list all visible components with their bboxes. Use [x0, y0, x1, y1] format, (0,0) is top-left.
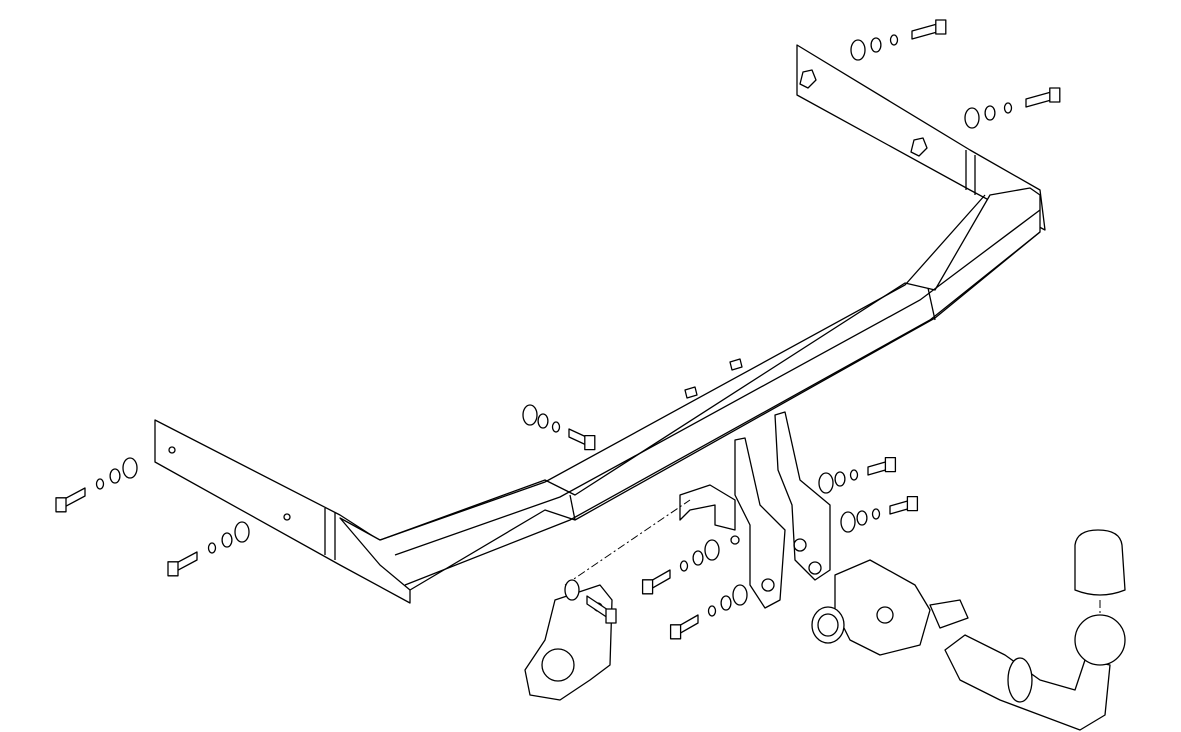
bolt-head — [641, 579, 654, 595]
bolt-set-left-lower — [167, 521, 250, 577]
washer — [984, 105, 996, 121]
washer — [871, 508, 881, 520]
washer — [95, 478, 105, 490]
bolt-head — [605, 608, 617, 624]
washer — [679, 560, 689, 572]
bolt-head — [1049, 87, 1061, 103]
washer — [1003, 102, 1013, 114]
electric-socket — [811, 559, 969, 656]
washer — [720, 595, 732, 611]
bolt-head — [935, 19, 947, 35]
socket-mounting-plate — [524, 499, 691, 701]
washer — [704, 539, 720, 561]
tow-ball-neck — [944, 529, 1126, 731]
washer — [870, 37, 882, 53]
washer — [692, 550, 704, 566]
bolt-set-hanger-lower — [840, 495, 919, 533]
center-hanger-plates — [679, 411, 831, 609]
washer — [707, 605, 717, 617]
washer — [207, 542, 217, 554]
washer — [221, 532, 233, 548]
bolt-set-right-lower — [964, 87, 1061, 129]
bolt-sets — [55, 19, 1061, 640]
bolt-head — [884, 456, 897, 473]
right-mounting-bracket — [796, 44, 1046, 231]
bolt-set-socket-plate — [564, 579, 617, 624]
bolt-set-hanger-upper — [818, 456, 897, 494]
washer — [551, 421, 561, 433]
washer — [889, 34, 899, 46]
bolt-head — [669, 624, 682, 640]
bolt-head — [55, 497, 67, 513]
washer — [834, 471, 846, 487]
washer — [537, 413, 549, 429]
washer — [109, 468, 121, 484]
washer — [522, 404, 538, 426]
bolt-set-right-upper — [850, 19, 947, 61]
left-mounting-bracket — [154, 419, 411, 604]
washer — [818, 472, 834, 494]
washer — [122, 457, 138, 479]
washer — [234, 521, 250, 543]
washer — [964, 107, 980, 129]
bolt-set-center-upper — [641, 539, 720, 595]
washer — [732, 584, 748, 606]
bolt-head — [906, 495, 919, 512]
bolt-set-center-lower — [669, 584, 748, 640]
washer — [840, 511, 856, 533]
bolt-set-left-upper — [55, 457, 138, 513]
main-cross-beam — [339, 187, 1041, 591]
bolt-set-beam-nut — [522, 404, 596, 451]
bolt-head — [167, 561, 179, 577]
washer — [564, 579, 580, 601]
washer — [856, 510, 868, 526]
washer — [849, 469, 859, 481]
washer — [850, 39, 866, 61]
bolt-head — [584, 434, 596, 451]
